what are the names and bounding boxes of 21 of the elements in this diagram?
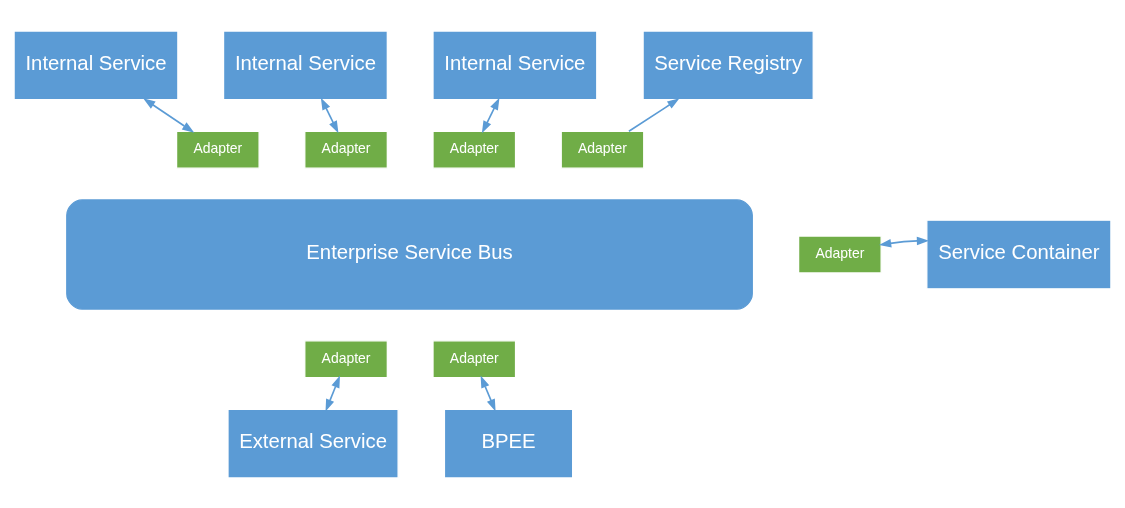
node-box: Adapter xyxy=(798,234,882,274)
arrow xyxy=(143,97,195,133)
arrow xyxy=(325,375,340,411)
arrow xyxy=(481,97,500,133)
node-box: Adapter xyxy=(560,130,645,169)
node-box: Service Container xyxy=(926,219,1112,289)
arrow xyxy=(879,236,930,247)
node-box: Adapter xyxy=(175,130,260,169)
arrow xyxy=(320,97,339,133)
node-box: Adapter xyxy=(304,339,388,378)
node-box: Internal Service xyxy=(13,29,179,100)
node-box: BPEE xyxy=(443,408,574,479)
node-box: Service Registry xyxy=(642,29,814,100)
node-box: Enterprise Service Bus xyxy=(66,198,753,310)
arrow xyxy=(628,97,680,132)
node-box: Internal Service xyxy=(222,29,388,100)
node-box: Adapter xyxy=(304,130,388,169)
node-box: Adapter xyxy=(432,130,517,169)
node-box: External Service xyxy=(227,408,399,479)
node-box: Internal Service xyxy=(432,29,598,100)
node-box: Adapter xyxy=(432,339,517,378)
